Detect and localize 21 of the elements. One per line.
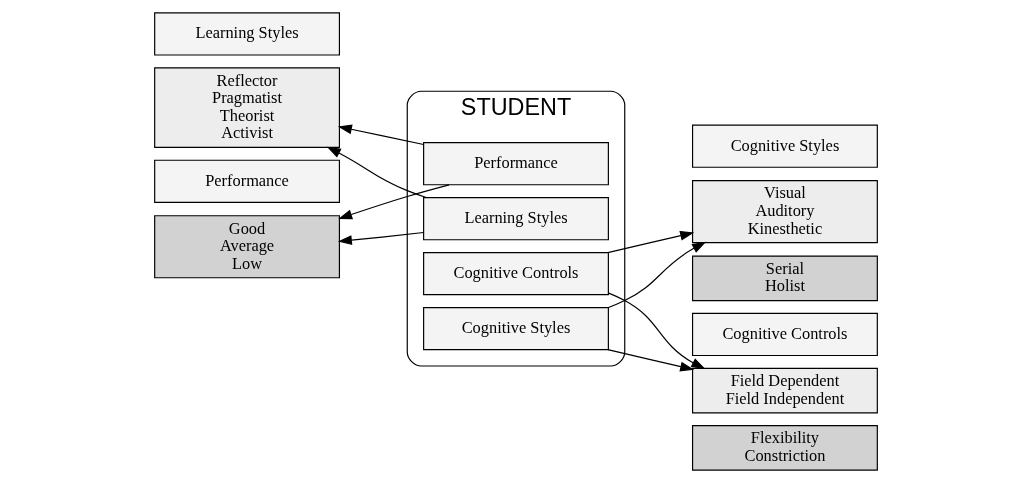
node-box: Visual Auditory Kinesthetic xyxy=(692,180,878,244)
node-box: Cognitive Styles xyxy=(692,124,878,168)
node-box: Cognitive Controls xyxy=(423,252,609,296)
node-box: Performance xyxy=(423,142,609,186)
arrow xyxy=(337,124,425,146)
node-box: Cognitive Styles xyxy=(423,307,609,351)
node-box: Reflector Pragmatist Theorist Activist xyxy=(154,67,340,148)
arrow xyxy=(607,230,695,254)
node-box: Serial Holist xyxy=(692,255,878,302)
arrow xyxy=(337,231,425,246)
node-box: Flexibility Constriction xyxy=(692,425,878,471)
arrow xyxy=(608,292,706,370)
node-box: Good Average Low xyxy=(154,215,340,279)
arrow xyxy=(326,146,427,199)
arrow xyxy=(607,349,695,372)
arrow xyxy=(607,241,707,309)
node-box: Cognitive Controls xyxy=(692,312,878,357)
node-box: Field Dependent Field Independent xyxy=(692,367,878,414)
node-box: Performance xyxy=(154,159,340,203)
node-box: Learning Styles xyxy=(154,12,340,56)
node-box: Learning Styles xyxy=(423,197,609,241)
